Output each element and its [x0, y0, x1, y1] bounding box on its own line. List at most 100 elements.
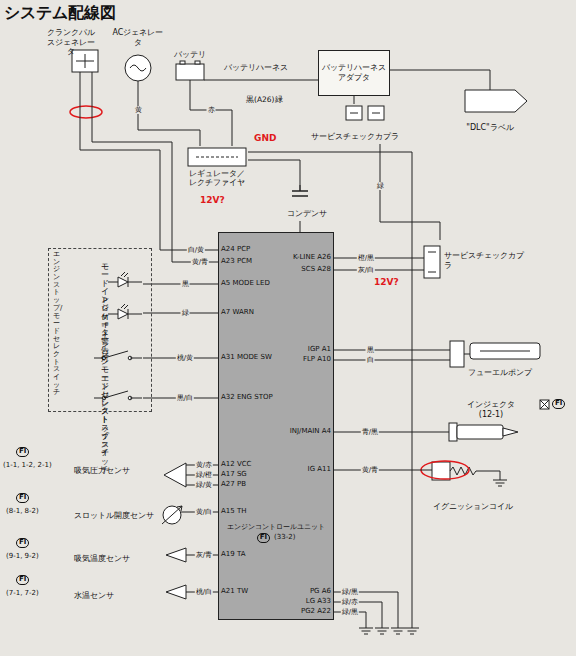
node-label: "DLC"ラベル — [466, 123, 514, 133]
node-label: 吸気温度センサ — [74, 554, 130, 563]
wire-color: 黄 — [134, 106, 143, 114]
pin-label: A24 PCP — [221, 246, 250, 254]
wire — [334, 350, 445, 351]
pin-label: A21 TW — [221, 588, 248, 596]
battery: バッテリ — [170, 48, 210, 92]
pin-label: LG A33 — [306, 598, 331, 606]
ac-generator-symbol — [125, 55, 151, 81]
node-label: ACジェネレータ — [110, 28, 166, 47]
dlc-tag-symbol — [465, 90, 527, 112]
switch-symbol — [94, 351, 142, 358]
node-label: インジェクタ — [467, 400, 515, 410]
ignition-coil-symbol — [432, 462, 450, 480]
node-label: (33-2) — [274, 533, 295, 541]
fuel-pump-symbol — [445, 350, 530, 360]
wire-color: 黒(A26)緑 — [246, 96, 283, 104]
wire-color: 黒 — [366, 346, 375, 354]
injector-symbol — [540, 400, 549, 409]
led-symbol — [108, 272, 142, 287]
pin-label: FLP A10 — [303, 356, 331, 364]
battery-symbol — [190, 80, 210, 92]
node-label: バッテリハーネスアダプタ — [321, 63, 387, 82]
wire-color: 緑/橙 — [195, 471, 213, 479]
injector: インジェクタ(12-1) — [445, 398, 537, 458]
ground-symbol — [391, 628, 405, 634]
pin-label: A15 TH — [221, 508, 246, 516]
sensor: 吸気圧力センサ — [72, 455, 190, 485]
pin-label: PG2 A22 — [301, 608, 331, 616]
sensor-symbol — [186, 465, 190, 485]
pin-label: IGP A1 — [308, 346, 331, 354]
wire-color: 緑 — [376, 182, 385, 190]
switch-symbol — [94, 391, 142, 398]
annotation: GND — [254, 134, 276, 144]
wire — [190, 92, 232, 146]
service-check-coupler: サービスチェックカプラ — [300, 104, 410, 144]
ignition-coil: イグニッションコイル — [428, 458, 518, 514]
node-label: レギュレータ／レクチファイヤ — [188, 169, 246, 188]
injector-symbol — [503, 428, 518, 436]
coupler-symbol — [420, 252, 436, 272]
regulator-rectifier: レギュレータ／レクチファイヤ — [186, 146, 248, 190]
battery-symbol — [176, 64, 204, 80]
pin-label: K-LINE A26 — [293, 254, 331, 262]
wire-color: 灰/白 — [357, 266, 375, 274]
wire-color: 黄/青 — [191, 258, 209, 266]
reference-number: (9-1, 9-2) — [6, 553, 39, 561]
reference-number: (8-1, 8-2) — [6, 508, 39, 516]
crank-pulse-symbol — [76, 54, 94, 68]
node-label: (12-1) — [467, 410, 515, 420]
dlc-tag-symbol — [490, 85, 491, 90]
node-label: 吸気圧力センサ — [74, 466, 130, 475]
annotation: 12V? — [200, 196, 225, 206]
ground-symbol — [493, 480, 507, 486]
pin-label: A17 SG — [221, 471, 247, 479]
pin-label: A32 ENG STOP — [221, 394, 273, 402]
dlc-label: "DLC"ラベル — [440, 85, 540, 135]
wire — [138, 86, 200, 146]
wire-color: 黒 — [181, 280, 190, 288]
pin-label: IG A11 — [308, 466, 331, 474]
wire-color: 桃/白 — [195, 588, 213, 596]
coupler-symbol — [346, 106, 384, 120]
crank-pulse-symbol — [80, 72, 92, 76]
node-label: クランクパルスジェネレータ — [44, 28, 98, 57]
pin-label: A27 PB — [221, 481, 246, 489]
wire-color: 黄/赤 — [195, 461, 213, 469]
wire — [248, 160, 300, 185]
coupler-symbol — [420, 246, 440, 278]
ac-generator: ACジェネレータ — [108, 26, 168, 86]
fuel-pump: フューエルポンプ — [445, 335, 555, 380]
node-label: コンデンサ — [287, 209, 327, 219]
led-symbol — [118, 309, 128, 319]
wire-color: 青/黒 — [361, 428, 379, 436]
wire-color: 緑/黄 — [195, 481, 213, 489]
wire-color: 黒/白 — [176, 394, 194, 402]
node-label: エンジンストップ/モードセレクトスイッチ — [53, 251, 60, 397]
reference-number: (1-1, 1-2, 2-1) — [3, 462, 52, 470]
node-label: エンジンコントロールユニット — [227, 523, 325, 531]
battery-symbol — [180, 61, 185, 64]
fi-icon: FI — [16, 538, 29, 548]
node-label: バッテリ — [174, 50, 206, 60]
sensor: 水温センサ — [72, 582, 190, 608]
diagram-title: システム配線図 — [4, 3, 116, 24]
node-label: 水温センサ — [74, 591, 114, 600]
sensor-symbol — [186, 592, 190, 593]
red-annotation-ellipse — [421, 461, 469, 479]
wire — [334, 432, 445, 433]
wire — [354, 96, 355, 104]
ac-generator-symbol — [125, 55, 151, 86]
sensor-symbol — [162, 506, 190, 524]
wire-color: 灰/青 — [195, 551, 213, 559]
fi-icon: FI — [257, 533, 270, 543]
pin-label: A23 PCM — [221, 258, 252, 266]
harness-name: バッテリハーネス — [224, 64, 288, 73]
node-label: サービスチェックカプラ — [311, 132, 399, 142]
wire-color: 黄/白 — [195, 508, 213, 516]
injector-symbol — [449, 423, 457, 441]
sensor: スロットル開度センサ — [72, 500, 190, 530]
crank-pulse-generator: クランクパルスジェネレータ — [42, 26, 100, 76]
service-check-coupler: サービスチェックカプラ — [420, 240, 530, 282]
pin-label: A19 TA — [221, 551, 245, 559]
